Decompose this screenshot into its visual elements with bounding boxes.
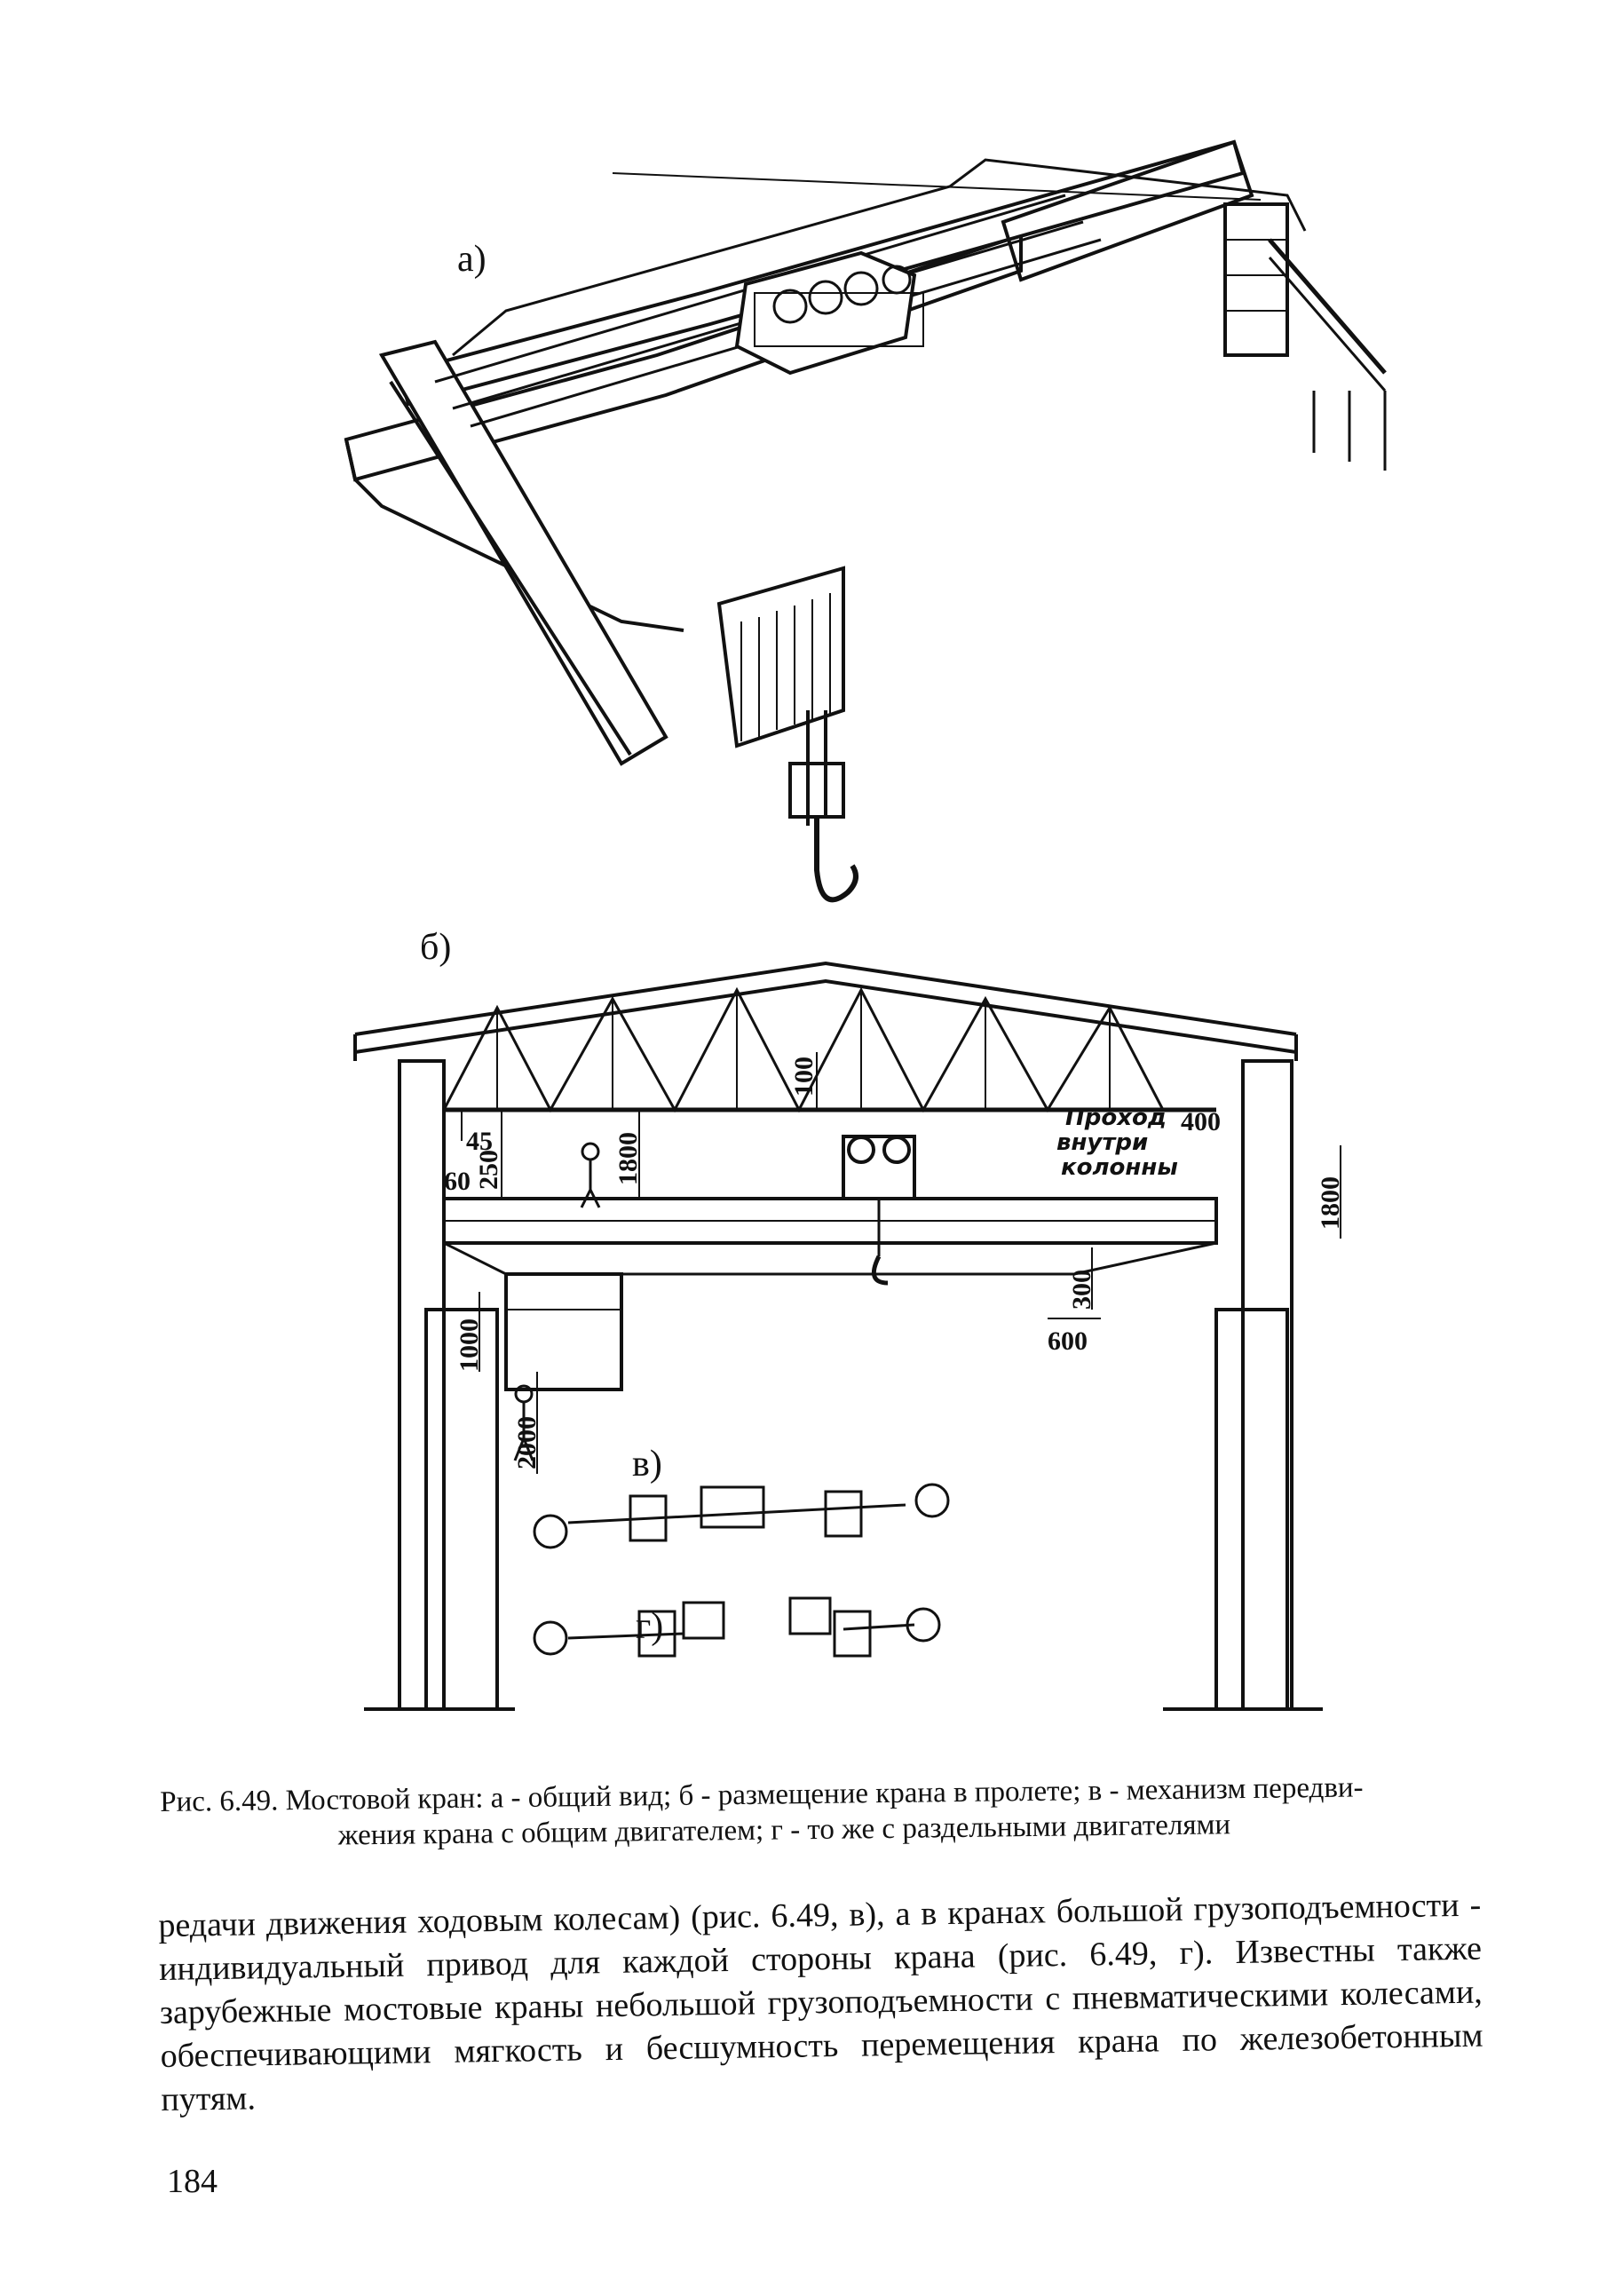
crane-perspective-drawing [344,139,1387,903]
dim-300: 300 [1067,1270,1096,1310]
dim-250: 250 [474,1150,503,1190]
dim-1000: 1000 [455,1318,484,1372]
panel-label-v: в) [632,1444,662,1484]
body-paragraph: редачи движения ходовым колесам) (рис. 6… [158,1886,1483,2118]
annotation-line-2: внутри [1056,1129,1148,1156]
dim-2000: 2000 [512,1416,542,1469]
dim-100: 100 [789,1057,819,1097]
dim-400: 400 [1181,1107,1221,1136]
dim-45: 45 [466,1127,493,1156]
panel-label-a: а) [457,239,487,280]
bay-cross-section-drawing: 45 60 250 1800 100 400 1800 300 600 1000… [353,961,1345,1711]
figure-caption: Рис. 6.49. Мостовой кран: а - общий вид;… [160,1769,1475,1856]
dim-1800-right: 1800 [1316,1176,1345,1230]
panel-label-b: б) [420,927,452,968]
panel-label-g: г) [636,1606,664,1647]
page-number: 184 [167,2163,218,2200]
annotation-line-1: Проход [1065,1104,1167,1131]
dim-60: 60 [444,1167,471,1196]
dim-1800-left: 1800 [613,1132,643,1185]
annotation-line-3: колонны [1061,1154,1178,1181]
body-text: редачи движения ходовым колесам) (рис. 6… [158,1884,1484,2122]
dim-600: 600 [1048,1326,1088,1356]
